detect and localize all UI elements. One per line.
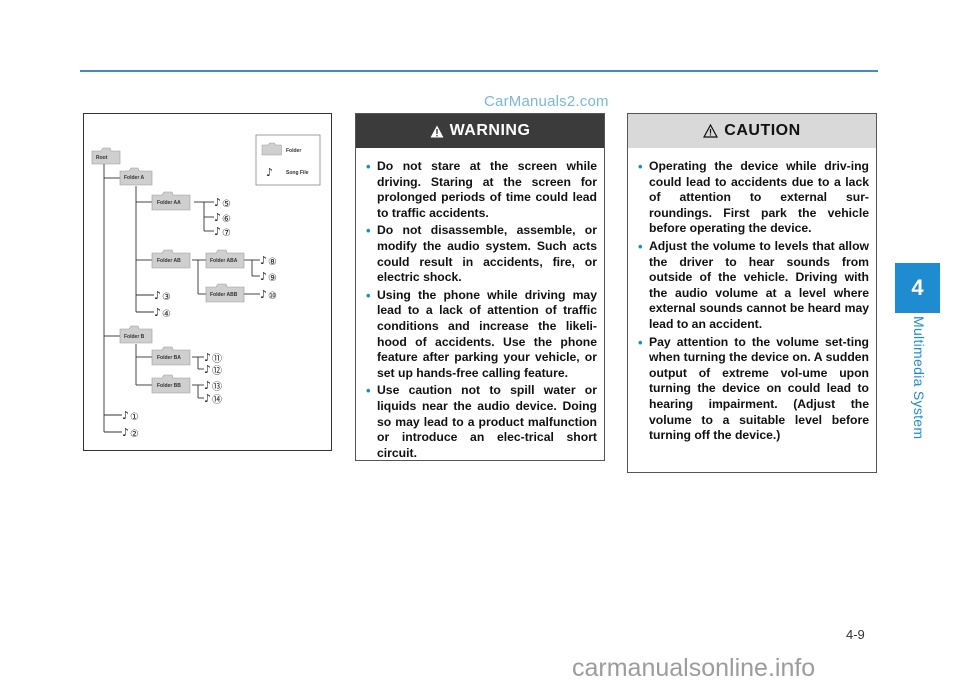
folder-aba-icon	[205, 249, 245, 269]
legend: Folder ♪ Song File	[255, 134, 321, 186]
folder-b-icon	[119, 325, 153, 344]
song-note: ♪	[260, 288, 267, 301]
song-note: ♪	[122, 409, 129, 422]
song-files: ♪ ⑤ ♪ ⑥ ♪ ⑦ ♪ ⑧ ♪ ⑨ ♪ ⑩ ♪ ③ ♪ ④ ♪ ⑪ ♪ ⑫ …	[122, 196, 277, 440]
song-number: ⑨	[268, 273, 277, 284]
list-item: •Operating the device while driv-ing cou…	[638, 159, 869, 236]
song-note: ♪	[154, 306, 161, 319]
song-number: ⑧	[268, 257, 277, 268]
song-number: ⑥	[222, 214, 231, 225]
list-item: •Do not disassemble, assemble, or modify…	[366, 223, 597, 285]
caution-triangle-icon	[703, 124, 719, 138]
song-number: ⑫	[212, 365, 222, 377]
song-note: ♪	[214, 211, 221, 224]
song-note: ♪	[260, 254, 267, 267]
list-item: •Pay attention to the volume set-ting wh…	[638, 334, 869, 443]
folder-b-label: Folder B	[124, 334, 145, 340]
warning-list: •Do not stare at the screen while drivin…	[356, 148, 604, 461]
caution-header: CAUTION	[628, 114, 876, 148]
folder-a-icon	[119, 167, 153, 186]
tree-lines	[103, 164, 260, 433]
folder-bb-icon	[151, 374, 191, 394]
folder-ba-label: Folder BA	[157, 355, 181, 361]
song-number: ⑩	[268, 291, 277, 302]
root-folder-icon	[91, 147, 121, 165]
song-note: ♪	[260, 270, 267, 283]
song-number: ⑦	[222, 228, 231, 239]
song-note: ♪	[154, 289, 161, 302]
legend-folder-icon	[261, 142, 282, 156]
folder-structure-diagram: Root Folder A Folder AA Folder AB Folder…	[83, 113, 332, 451]
watermark-bottom[interactable]: carmanualsonline.info	[572, 654, 816, 682]
song-number: ⑬	[212, 381, 222, 393]
song-note: ♪	[122, 426, 129, 439]
song-note: ♪	[204, 379, 211, 392]
caution-list: •Operating the device while driv-ing cou…	[628, 148, 876, 444]
caution-box: CAUTION •Operating the device while driv…	[627, 113, 877, 473]
caution-title: CAUTION	[724, 122, 801, 139]
folder-aa-label: Folder AA	[157, 200, 181, 206]
song-number: ③	[162, 292, 171, 303]
song-number: ②	[130, 429, 139, 440]
folder-ab-icon	[151, 249, 191, 269]
song-note: ♪	[214, 225, 221, 238]
song-number: ⑭	[212, 394, 222, 406]
song-note: ♪	[204, 392, 211, 405]
song-note: ♪	[204, 363, 211, 376]
song-number: ⑤	[222, 199, 231, 210]
song-number: ①	[130, 412, 139, 423]
header-rule	[80, 70, 878, 72]
folder-ba-icon	[151, 346, 191, 366]
warning-header: WARNING	[356, 114, 604, 148]
list-item: •Using the phone while driving may lead …	[366, 287, 597, 380]
folder-abb-icon	[205, 283, 245, 303]
page-number: 4-9	[846, 627, 865, 642]
watermark-top[interactable]: CarManuals2.com	[484, 93, 609, 110]
folder-icons	[91, 147, 245, 394]
legend-folder-label: Folder	[286, 148, 301, 154]
warning-box: WARNING •Do not stare at the screen whil…	[355, 113, 605, 461]
warning-title: WARNING	[449, 122, 531, 139]
list-item: •Do not stare at the screen while drivin…	[366, 159, 597, 220]
root-label: Root	[96, 155, 108, 161]
folder-a-label: Folder A	[124, 175, 144, 181]
chapter-title: Multimedia System	[911, 316, 927, 440]
warning-triangle-icon	[430, 125, 444, 137]
folder-aa-icon	[151, 191, 191, 211]
folder-abb-label: Folder ABB	[210, 292, 238, 298]
list-item: •Use caution not to spill water or liqui…	[366, 383, 597, 460]
folder-tree-svg: Root Folder A Folder AA Folder AB Folder…	[91, 134, 321, 440]
legend-note-icon: ♪	[266, 166, 273, 179]
folder-bb-label: Folder BB	[157, 383, 181, 389]
song-note: ♪	[204, 351, 211, 364]
song-number: ⑪	[212, 353, 222, 365]
folder-aba-label: Folder ABA	[210, 258, 238, 264]
folder-ab-label: Folder AB	[157, 258, 181, 264]
legend-song-label: Song File	[286, 170, 309, 176]
chapter-number-tab: 4	[895, 263, 940, 313]
song-note: ♪	[214, 196, 221, 209]
song-number: ④	[162, 309, 171, 320]
list-item: •Adjust the volume to levels that allow …	[638, 238, 869, 331]
